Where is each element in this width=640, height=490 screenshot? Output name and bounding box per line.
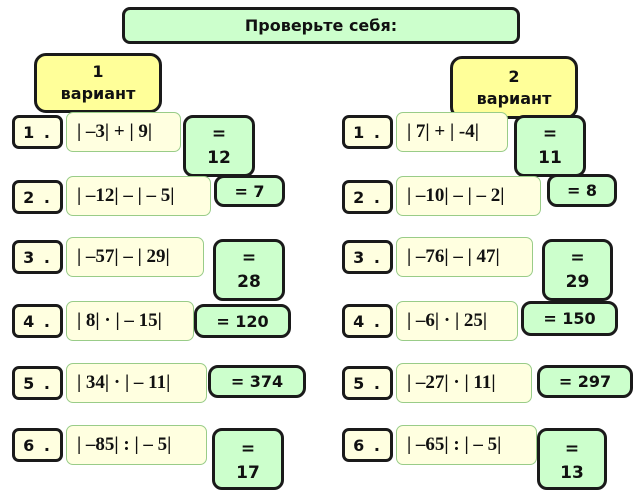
answer-box[interactable]: = 120	[194, 304, 291, 338]
item-number: 4 .	[12, 304, 63, 338]
item-number: 5 .	[342, 366, 393, 400]
variant-number: 2	[508, 66, 520, 86]
answer-value: 11	[538, 148, 562, 168]
item-number: 6 .	[12, 428, 63, 462]
expression-box[interactable]: | –85| : | – 5|	[66, 425, 207, 465]
answer-box[interactable]: = 28	[213, 239, 285, 301]
variant-1-header[interactable]: 1 вариант	[34, 53, 162, 113]
page-title: Проверьте себя:	[122, 7, 520, 44]
answer-equals: =	[570, 248, 585, 268]
answer-equals: =	[542, 124, 558, 144]
expression-box[interactable]: | –76| – | 47|	[396, 237, 533, 277]
variant-label: вариант	[476, 88, 552, 108]
item-number: 4 .	[342, 304, 393, 338]
answer-value: 12	[207, 148, 231, 168]
answer-value: 29	[565, 272, 590, 292]
expression-box[interactable]: | 7| + | -4|	[396, 112, 508, 152]
expression-box[interactable]: | –65| : | – 5|	[396, 425, 537, 465]
item-number: 2 .	[342, 180, 393, 214]
item-number: 1 .	[342, 115, 393, 149]
variant-2-header[interactable]: 2 вариант	[450, 56, 578, 119]
answer-box[interactable]: = 374	[208, 365, 306, 398]
answer-box[interactable]: = 13	[537, 428, 607, 490]
expression-box[interactable]: | –27| · | 11|	[396, 363, 532, 403]
expression-box[interactable]: | –57| – | 29|	[66, 237, 204, 277]
item-number: 1 .	[12, 115, 63, 149]
expression-box[interactable]: | –12| – | – 5|	[66, 176, 211, 216]
answer-equals: =	[241, 248, 257, 268]
answer-box[interactable]: = 17	[212, 428, 284, 490]
item-number: 5 .	[12, 366, 63, 400]
answer-box[interactable]: = 29	[542, 239, 613, 301]
answer-value: 13	[560, 463, 584, 483]
expression-box[interactable]: | 8| · | – 15|	[66, 301, 194, 341]
answer-box[interactable]: = 297	[537, 365, 633, 398]
answer-value: 28	[237, 272, 261, 292]
answer-box[interactable]: = 11	[514, 115, 586, 177]
answer-value: 17	[236, 463, 260, 483]
answer-equals: =	[211, 124, 227, 144]
answer-box[interactable]: = 7	[214, 175, 285, 207]
expression-box[interactable]: | –10| – | – 2|	[396, 176, 541, 216]
variant-label: вариант	[60, 84, 136, 103]
answer-equals: =	[564, 439, 580, 459]
answer-box[interactable]: = 12	[183, 115, 255, 177]
variant-number: 1	[92, 62, 104, 81]
answer-box[interactable]: = 8	[547, 174, 617, 207]
expression-box[interactable]: | –3| + | 9|	[66, 112, 181, 152]
item-number: 3 .	[342, 240, 393, 274]
item-number: 6 .	[342, 428, 393, 462]
item-number: 3 .	[12, 240, 63, 274]
answer-box[interactable]: = 150	[521, 301, 618, 336]
answer-equals: =	[240, 439, 256, 459]
expression-box[interactable]: | 34| · | – 11|	[66, 363, 207, 403]
item-number: 2 .	[12, 180, 63, 214]
expression-box[interactable]: | –6| · | 25|	[396, 301, 518, 341]
